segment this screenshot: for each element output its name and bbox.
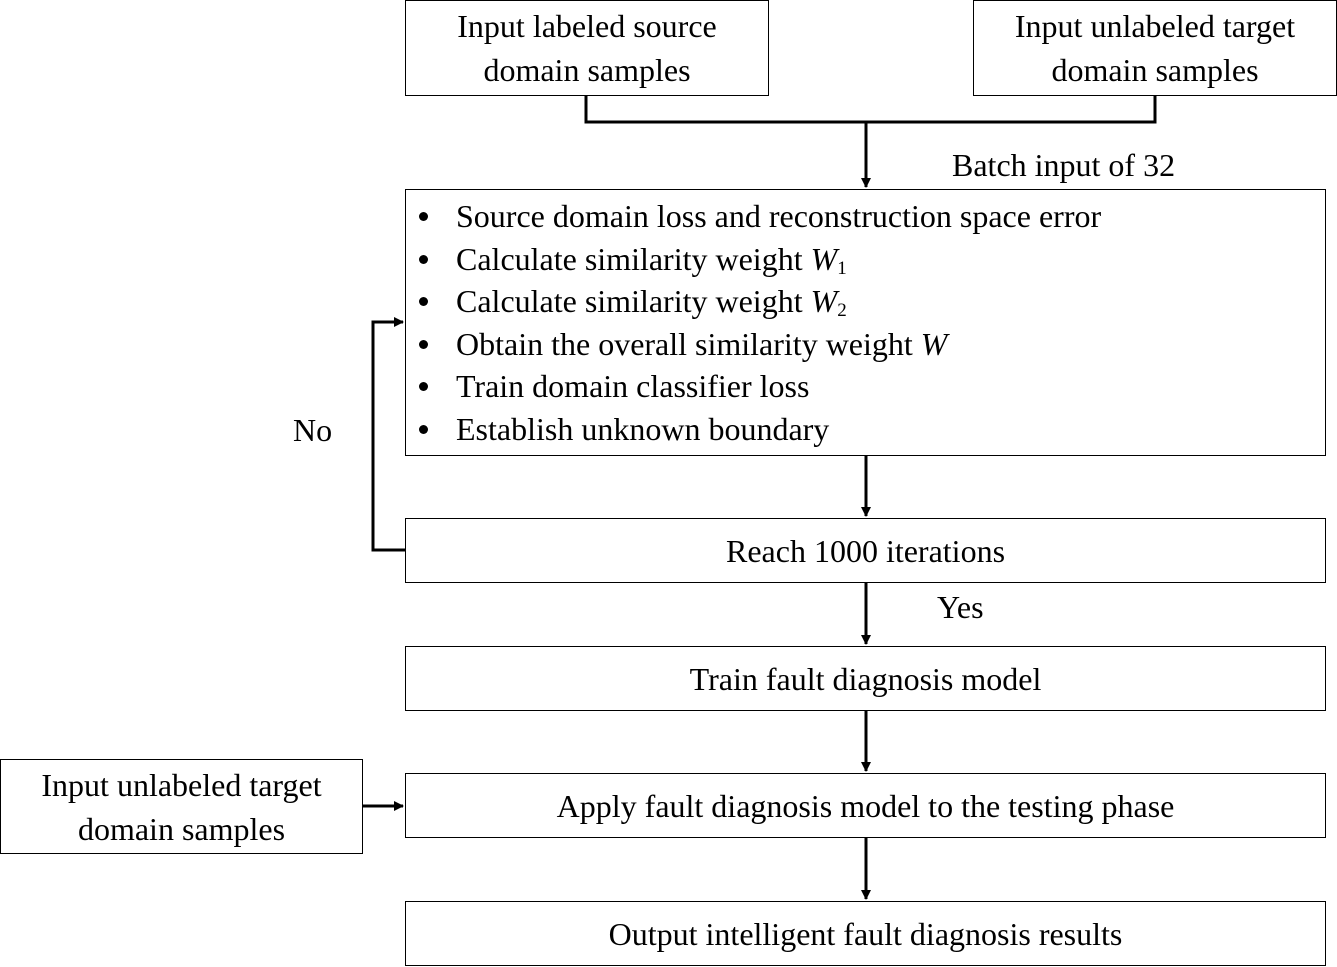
no-loop-arrow: [371, 317, 405, 552]
iterations-box: Reach 1000 iterations: [405, 518, 1326, 583]
step-item: Establish unknown boundary: [406, 408, 1325, 451]
apply-model-box: Apply fault diagnosis model to the testi…: [405, 773, 1326, 838]
training-steps-box: Source domain loss and reconstruction sp…: [405, 189, 1326, 456]
batch-label: Batch input of 32: [952, 147, 1176, 183]
target-samples-box-test: Input unlabeled target domain samples: [0, 759, 363, 854]
no-label: No: [293, 412, 333, 448]
target-samples-label-test: Input unlabeled target domain samples: [41, 766, 322, 847]
step-item: Calculate similarity weight W2: [406, 280, 1325, 323]
source-samples-box: Input labeled source domain samples: [405, 0, 769, 96]
output-results-box: Output intelligent fault diagnosis resul…: [405, 901, 1326, 966]
yes-label: Yes: [937, 589, 984, 625]
train-model-label: Train fault diagnosis model: [689, 660, 1042, 697]
source-samples-label: Input labeled source domain samples: [457, 8, 717, 88]
merge-line: [584, 95, 1157, 124]
apply-model-label: Apply fault diagnosis model to the testi…: [556, 787, 1175, 824]
output-results-label: Output intelligent fault diagnosis resul…: [608, 915, 1123, 952]
step-item: Calculate similarity weight W1: [406, 238, 1325, 281]
train-model-box: Train fault diagnosis model: [405, 646, 1326, 711]
step-item: Source domain loss and reconstruction sp…: [406, 195, 1325, 238]
target-samples-box-top: Input unlabeled target domain samples: [973, 0, 1337, 96]
step-item: Obtain the overall similarity weight W: [406, 323, 1325, 366]
step-item: Train domain classifier loss: [406, 365, 1325, 408]
iterations-label: Reach 1000 iterations: [725, 532, 1006, 569]
target-samples-label-top: Input unlabeled target domain samples: [1014, 8, 1296, 88]
